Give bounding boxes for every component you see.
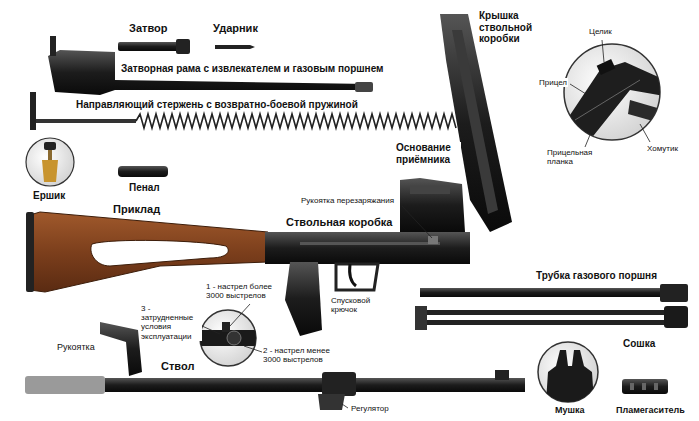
part-name: Затворная рама с извлекателем и газовым … [120, 63, 384, 75]
detail-label: Прицельная планка [546, 148, 606, 166]
part-name: Приклад [112, 203, 161, 216]
part-name: Затвор [128, 22, 168, 35]
part-name: Сошка [622, 338, 656, 350]
callout-note: 2 - настрел менее 3000 выстрелов [262, 346, 340, 364]
detail-label: Регулятор [350, 404, 390, 413]
part-name: Пламегаситель [615, 405, 686, 415]
part-name: Ствольная коробка [285, 216, 393, 229]
part-name: Пенал [128, 182, 161, 194]
callout-note: 1 - настрел более 3000 выстрелов [205, 282, 283, 300]
part-name: Основание приёмника [395, 142, 461, 165]
part-name: Крышка ствольной коробки [478, 10, 542, 45]
part-name: Ударник [212, 22, 259, 35]
leader-lines [202, 40, 650, 408]
spring-coil [136, 114, 456, 128]
callout-note: 3 - затрудненные условия эксплуатации [140, 304, 202, 341]
part-name: Ершик [32, 190, 66, 202]
detail-label: Рукоятка перезаряжания [300, 196, 395, 205]
part-name: Мушка [554, 405, 586, 415]
detail-label: Прицел [538, 78, 568, 87]
part-name: Трубка газового поршня [535, 270, 658, 282]
part-name: Ствол [160, 360, 195, 373]
part-name: Направляющий стержень с возвратно-боевой… [75, 99, 359, 111]
detail-label: Целик [588, 27, 613, 36]
detail-label: Хомутик [646, 144, 679, 153]
part-name: Рукоятка [56, 342, 96, 352]
detail-label: Спусковой крючок [330, 296, 388, 314]
